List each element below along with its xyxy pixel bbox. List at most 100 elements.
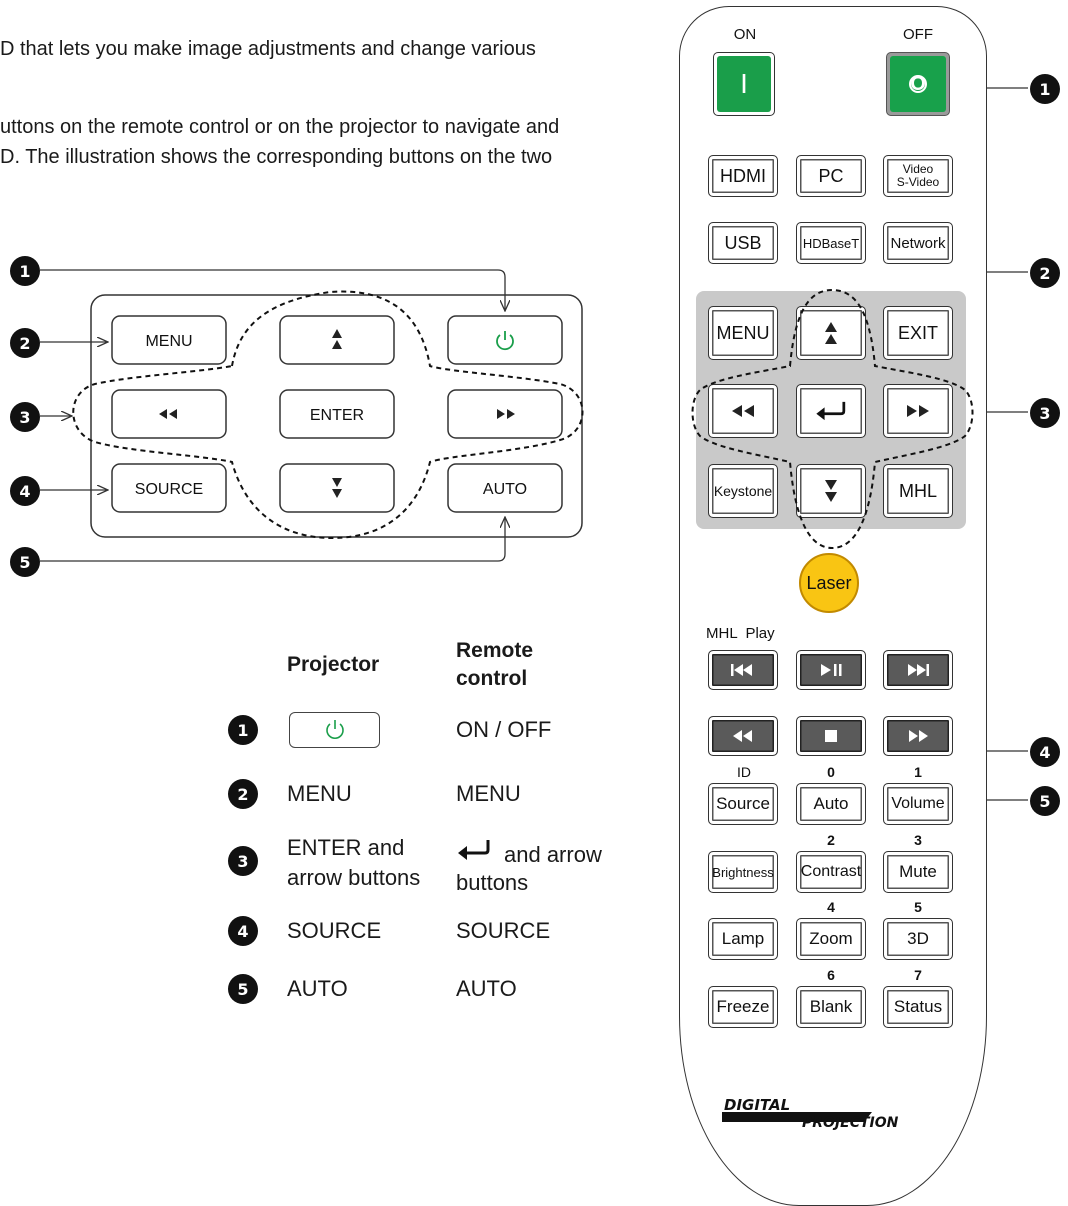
table-row-3-remote-2: buttons xyxy=(456,870,529,895)
table-row-5-projector: AUTO xyxy=(287,976,348,1001)
remote-status-button[interactable]: Status xyxy=(883,986,953,1028)
remote-play-pause-button[interactable] xyxy=(796,650,866,690)
remote-enter-button[interactable] xyxy=(796,384,866,438)
remote-contrast-button[interactable]: Contrast xyxy=(796,851,866,893)
remote-right-button[interactable] xyxy=(883,384,953,438)
remote-usb-button[interactable]: USB xyxy=(708,222,778,264)
up-arrow-icon xyxy=(825,322,837,344)
remote-mhl-button[interactable]: MHL xyxy=(883,464,953,518)
table-row-5-remote: AUTO xyxy=(456,976,517,1001)
callout-line-5 xyxy=(40,517,505,562)
remote-num-3: 3 xyxy=(914,832,922,848)
remote-network-button[interactable]: Network xyxy=(883,222,953,264)
remote-fast-forward-button[interactable] xyxy=(883,716,953,756)
left-arrow-icon xyxy=(732,405,754,417)
power-icon xyxy=(496,331,514,351)
remote-source-button[interactable]: Source xyxy=(708,783,778,825)
remote-brightness-button[interactable]: Brightness xyxy=(708,851,778,893)
table-header-projector: Projector xyxy=(287,653,380,676)
table-row-1-remote: ON / OFF xyxy=(456,717,552,742)
remote-on-button[interactable]: I xyxy=(713,52,775,116)
remote-lamp-button[interactable]: Lamp xyxy=(708,918,778,960)
brand-line-1: DIGITAL xyxy=(724,1096,790,1114)
remote-off-label: OFF xyxy=(903,26,933,43)
brand-line-2: PROJECTION xyxy=(802,1115,899,1130)
remote-prev-button[interactable] xyxy=(708,650,778,690)
table-row-4-projector: SOURCE xyxy=(287,918,382,943)
table-num-3: 3 xyxy=(228,846,258,876)
enter-icon xyxy=(816,401,846,421)
table-row-2-projector: MENU xyxy=(287,781,352,806)
remote-keystone-button[interactable]: Keystone xyxy=(708,464,778,518)
remote-zoom-button[interactable]: Zoom xyxy=(796,918,866,960)
rewind-icon xyxy=(733,730,752,742)
remote-callout-2: 2 xyxy=(1030,258,1060,288)
table-row-2-remote: MENU xyxy=(456,781,521,806)
panel-source-button-shape xyxy=(111,463,227,513)
remote-left-button[interactable] xyxy=(708,384,778,438)
table-row-3-projector-2: arrow buttons xyxy=(287,865,421,890)
fast-forward-icon xyxy=(909,730,928,742)
remote-off-button[interactable]: O xyxy=(886,52,950,116)
table-row-3-projector-1: ENTER and xyxy=(287,835,405,860)
remote-mute-button[interactable]: Mute xyxy=(883,851,953,893)
remote-video-button[interactable]: Video S-Video xyxy=(883,155,953,197)
stop-icon xyxy=(825,730,837,742)
callout-3: 3 xyxy=(10,402,40,432)
table-power-button xyxy=(289,712,380,748)
remote-exit-button[interactable]: EXIT xyxy=(883,306,953,360)
panel-auto-label: AUTO xyxy=(483,481,527,498)
table-row-4-remote: SOURCE xyxy=(456,918,551,943)
callout-4: 4 xyxy=(10,476,40,506)
remote-num-4: 4 xyxy=(827,899,835,915)
remote-freeze-button[interactable]: Freeze xyxy=(708,986,778,1028)
play-pause-icon xyxy=(821,664,842,676)
enter-icon xyxy=(458,840,490,860)
remote-3d-button[interactable]: 3D xyxy=(883,918,953,960)
up-arrow-icon xyxy=(332,329,342,349)
remote-blank-button[interactable]: Blank xyxy=(796,986,866,1028)
panel-source-label: SOURCE xyxy=(135,481,203,498)
remote-callout-3: 3 xyxy=(1030,398,1060,428)
remote-num-7: 7 xyxy=(914,967,922,983)
remote-rewind-button[interactable] xyxy=(708,716,778,756)
remote-num-6: 6 xyxy=(827,967,835,983)
power-icon xyxy=(325,720,344,739)
skip-back-icon xyxy=(731,664,752,676)
remote-on-symbol: I xyxy=(740,68,748,99)
remote-up-button[interactable] xyxy=(796,306,866,360)
digital-projection-logo: DIGITAL PROJECTION xyxy=(722,1094,942,1131)
panel-menu-label: MENU xyxy=(145,333,192,350)
nav-dashed-region xyxy=(72,290,584,540)
panel-down-button xyxy=(279,463,395,513)
remote-callout-1: 1 xyxy=(1030,74,1060,104)
panel-auto-button-shape xyxy=(447,463,563,513)
down-arrow-icon xyxy=(332,478,342,498)
skip-forward-icon xyxy=(908,664,929,676)
remote-auto-button[interactable]: Auto xyxy=(796,783,866,825)
intro-line-3: D. The illustration shows the correspond… xyxy=(0,146,553,168)
remote-stop-button[interactable] xyxy=(796,716,866,756)
remote-num-1: 1 xyxy=(914,764,922,780)
remote-callout-5: 5 xyxy=(1030,786,1060,816)
remote-down-button[interactable] xyxy=(796,464,866,518)
intro-line-1: D that lets you make image adjustments a… xyxy=(0,38,536,60)
remote-hdmi-button[interactable]: HDMI xyxy=(708,155,778,197)
remote-next-button[interactable] xyxy=(883,650,953,690)
panel-enter-label: ENTER xyxy=(310,407,364,424)
remote-menu-button[interactable]: MENU xyxy=(708,306,778,360)
remote-callout-4: 4 xyxy=(1030,737,1060,767)
callout-line-1 xyxy=(40,269,505,311)
remote-laser-button[interactable]: Laser xyxy=(799,553,859,613)
remote-hdbaset-button[interactable]: HDBaseT xyxy=(796,222,866,264)
left-arrow-icon xyxy=(159,409,177,419)
callout-2: 2 xyxy=(10,328,40,358)
remote-video-label-1: Video xyxy=(902,162,934,176)
remote-pc-button[interactable]: PC xyxy=(796,155,866,197)
table-header-remote-1: Remote xyxy=(456,639,534,662)
remote-volume-button[interactable]: Volume xyxy=(883,783,953,825)
remote-num-0: 0 xyxy=(827,764,835,780)
callout-5: 5 xyxy=(10,547,40,577)
table-num-1: 1 xyxy=(228,715,258,745)
remote-num-2: 2 xyxy=(827,832,835,848)
